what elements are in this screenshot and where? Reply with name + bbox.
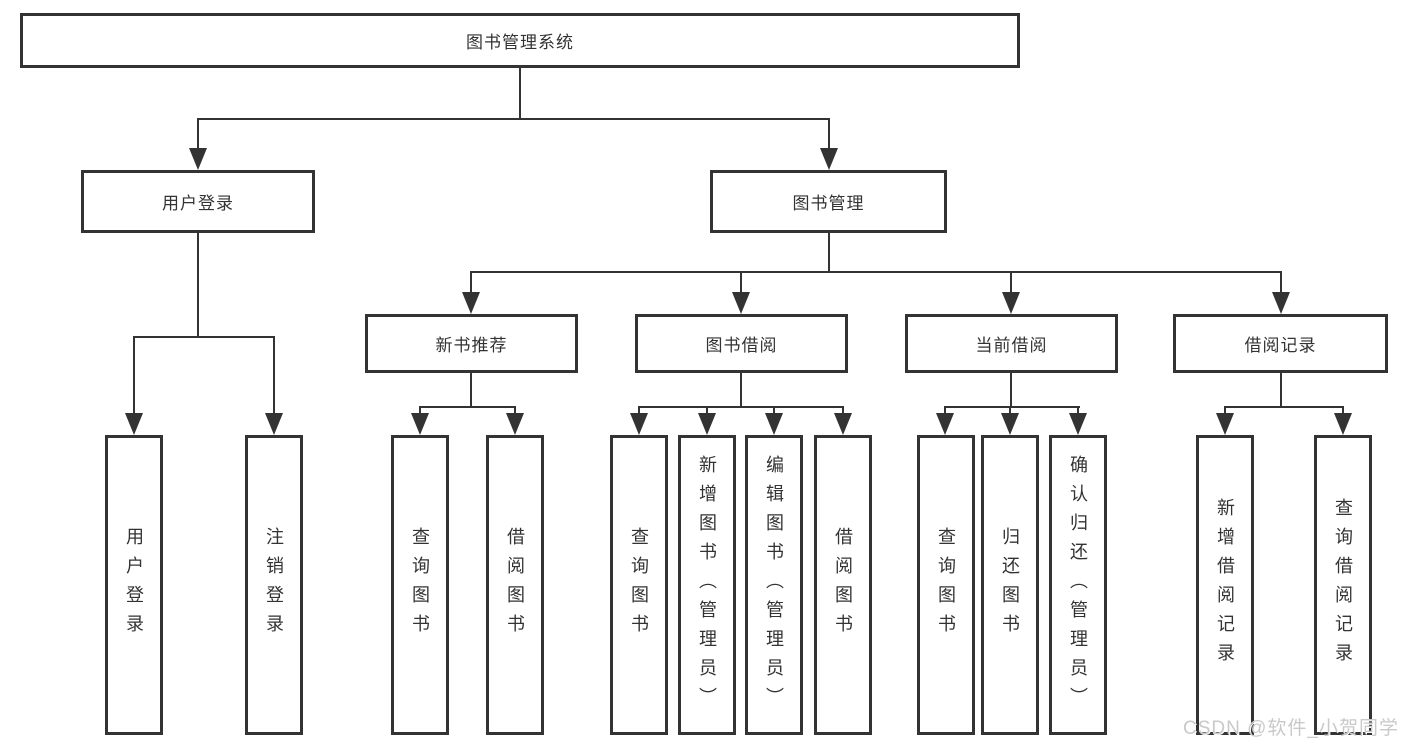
leaf-label: 编辑图书（管理员） <box>764 454 784 716</box>
leaf-add-borrow-record: 新增借阅记录 <box>1196 435 1254 735</box>
connector-arrow-borrow-records <box>1272 271 1290 314</box>
node-label: 图书管理系统 <box>466 33 574 52</box>
connector-arrow-leaf <box>630 406 648 435</box>
connector-arrow-leaf <box>1216 406 1234 435</box>
leaf-label: 新增借阅记录 <box>1215 498 1235 672</box>
node-label: 借阅记录 <box>1244 336 1317 355</box>
connector-root-stem <box>519 68 521 120</box>
connector-arrow-new-books <box>462 271 480 314</box>
node-user-login: 用户登录 <box>81 170 315 233</box>
connector-arrow-user-login <box>189 118 207 170</box>
connector-arrow-leaf <box>936 406 954 435</box>
node-new-book-recommend: 新书推荐 <box>365 314 578 373</box>
leaf-query-borrow-record: 查询借阅记录 <box>1314 435 1372 735</box>
node-book-borrowing: 图书借阅 <box>635 314 848 373</box>
leaf-query-books-1: 查询图书 <box>391 435 449 735</box>
connector-book-mgmt-stem <box>828 233 830 273</box>
connector-borrow-records-rail <box>1224 406 1344 408</box>
connector-book-mgmt-rail <box>470 271 1282 273</box>
leaf-label: 用户登录 <box>124 527 144 643</box>
csdn-watermark: CSDN @软件_小贺同学 <box>1183 718 1399 739</box>
connector-arrow-leaf <box>411 406 429 435</box>
node-borrowing-records: 借阅记录 <box>1173 314 1388 373</box>
leaf-label: 注销登录 <box>264 527 284 643</box>
connector-arrow-leaf <box>834 406 852 435</box>
leaf-label: 归还图书 <box>1000 527 1020 643</box>
leaf-borrow-books-2: 借阅图书 <box>814 435 872 735</box>
connector-arrow-leaf <box>698 406 716 435</box>
connector-arrow-leaf <box>1069 406 1087 435</box>
connector-user-login-stem <box>197 233 199 338</box>
leaf-label: 借阅图书 <box>505 527 525 643</box>
leaf-label: 确认归还（管理员） <box>1068 454 1088 716</box>
node-label: 图书借阅 <box>705 336 778 355</box>
connector-user-login-rail <box>133 336 275 338</box>
connector-arrow-book-borrow <box>732 271 750 314</box>
node-current-borrowing: 当前借阅 <box>905 314 1118 373</box>
leaf-label: 查询图书 <box>936 527 956 643</box>
node-library-management-system: 图书管理系统 <box>20 13 1020 68</box>
connector-book-borrow-rail <box>638 406 844 408</box>
node-label: 用户登录 <box>162 194 234 213</box>
connector-arrow-book-mgmt <box>820 118 838 170</box>
connector-new-books-stem <box>470 373 472 407</box>
connector-arrow-leaf <box>765 406 783 435</box>
connector-arrow-current-borrow <box>1002 271 1020 314</box>
leaf-label: 查询借阅记录 <box>1333 498 1353 672</box>
node-label: 当前借阅 <box>975 336 1048 355</box>
node-label: 图书管理 <box>792 194 865 213</box>
connector-book-borrow-stem <box>740 373 742 407</box>
connector-new-books-rail <box>419 406 516 408</box>
leaf-label: 新增图书（管理员） <box>697 454 717 716</box>
connector-root-rail <box>197 118 830 120</box>
connector-arrow-login-leaf <box>125 336 143 435</box>
leaf-confirm-return-admin: 确认归还（管理员） <box>1049 435 1107 735</box>
leaf-add-books-admin: 新增图书（管理员） <box>678 435 736 735</box>
leaf-query-books-2: 查询图书 <box>610 435 668 735</box>
connector-current-borrow-stem <box>1010 373 1012 407</box>
node-book-management: 图书管理 <box>710 170 947 233</box>
connector-arrow-leaf <box>1001 406 1019 435</box>
leaf-return-books: 归还图书 <box>981 435 1039 735</box>
connector-current-borrow-rail <box>944 406 1080 408</box>
connector-arrow-leaf <box>506 406 524 435</box>
leaf-user-login: 用户登录 <box>105 435 163 735</box>
connector-borrow-records-stem <box>1280 373 1282 407</box>
connector-arrow-leaf <box>1334 406 1352 435</box>
leaf-label: 借阅图书 <box>833 527 853 643</box>
node-label: 新书推荐 <box>435 336 508 355</box>
leaf-label: 查询图书 <box>629 527 649 643</box>
leaf-borrow-books-1: 借阅图书 <box>486 435 544 735</box>
leaf-label: 查询图书 <box>410 527 430 643</box>
leaf-logout: 注销登录 <box>245 435 303 735</box>
connector-arrow-logout-leaf <box>265 336 283 435</box>
leaf-edit-books-admin: 编辑图书（管理员） <box>745 435 803 735</box>
leaf-query-books-3: 查询图书 <box>917 435 975 735</box>
